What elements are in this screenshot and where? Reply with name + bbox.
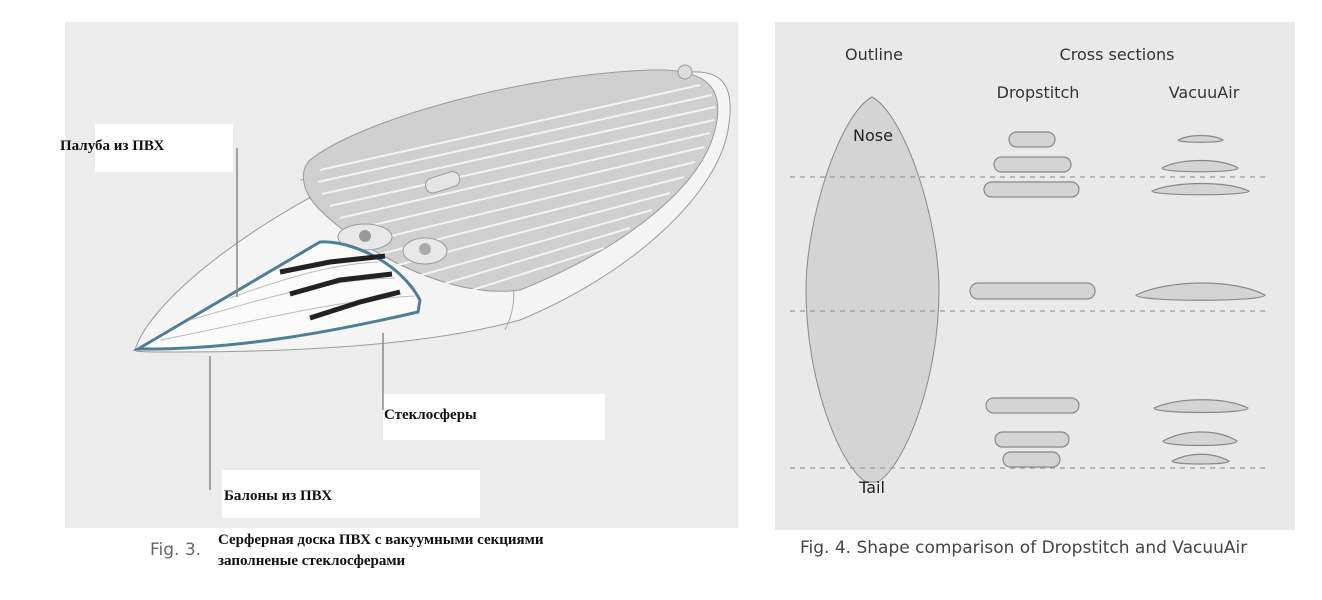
tail-label: Tail [859,478,885,497]
label-box-deck [95,124,233,172]
label-deck: Палуба из ПВХ [60,138,165,154]
fig3-caption-line2: заполненые стеклосферами [218,553,406,569]
vacuuair-sections [1135,134,1266,465]
label-box-chambers [222,470,480,518]
fig4-caption: Fig. 4. Shape comparison of Dropstitch a… [800,538,1248,558]
cross-sections-heading: Cross sections [1059,45,1175,64]
outline-heading: Outline [845,45,903,64]
label-box-glass [383,394,605,440]
nose-label: Nose [853,126,893,145]
board-outline-shape [805,96,940,483]
dropstitch-heading: Dropstitch [996,83,1080,102]
label-chambers: Балоны из ПВХ [224,488,333,504]
label-glass-spheres: Стеклосферы [384,407,477,423]
fig3-number: Fig. 3. [150,540,202,560]
vacuuair-heading: VacuuAir [1168,83,1240,102]
fig3-caption-line1: Серферная доска ПВХ с вакуумными секциям… [218,532,544,548]
dropstitch-sections [969,131,1096,468]
